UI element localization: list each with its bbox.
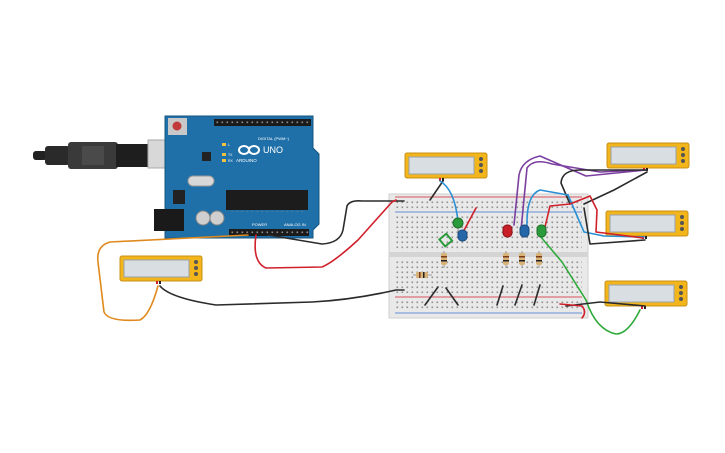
jumper-4[interactable] — [514, 284, 523, 306]
capacitor-2 — [209, 210, 225, 226]
crystal — [187, 175, 215, 187]
tx-led-icon — [222, 153, 226, 156]
l-led-icon — [222, 143, 226, 146]
wire-purple-2[interactable] — [520, 160, 645, 231]
led-blue-2[interactable] — [519, 224, 530, 238]
led-green-2[interactable] — [536, 224, 547, 238]
wire-black-display-top[interactable] — [429, 180, 444, 201]
wire-black-right-1b[interactable] — [583, 171, 648, 205]
wire-red-bottom-rail[interactable] — [559, 303, 586, 319]
display-right-1[interactable] — [606, 142, 690, 171]
wire-black-right-3[interactable] — [565, 301, 646, 307]
power-jack[interactable] — [154, 209, 184, 231]
jumper-5[interactable] — [533, 284, 541, 306]
led-red[interactable] — [502, 224, 513, 238]
display-right-2[interactable] — [605, 210, 689, 239]
atmega-chip — [226, 190, 308, 210]
wire-purple-1[interactable] — [513, 155, 647, 226]
resistor-3[interactable] — [519, 251, 525, 268]
led-green-tilted[interactable] — [437, 232, 454, 248]
resistor-4[interactable] — [536, 251, 542, 268]
usb-cable[interactable] — [33, 139, 185, 169]
arduino-logo-icon — [238, 145, 260, 155]
tx-label: TX — [228, 153, 233, 157]
brand-label: ARDUINO — [236, 158, 257, 163]
wire-green-right-3[interactable] — [539, 235, 641, 335]
display-top-center[interactable] — [404, 152, 488, 181]
regulator — [173, 190, 185, 204]
analog-label: ANALOG IN — [284, 222, 306, 227]
wire-blue-right[interactable] — [526, 189, 645, 238]
jumper-2[interactable] — [445, 287, 459, 306]
resistor-5[interactable] — [413, 272, 432, 278]
usb-chip — [202, 152, 211, 161]
rx-label: RX — [228, 159, 234, 163]
wire-black-right-1[interactable] — [560, 169, 648, 205]
wire-black-right-2[interactable] — [583, 207, 646, 245]
digital-label: DIGITAL (PWM~) — [258, 136, 290, 141]
l-label: L — [228, 143, 230, 147]
jumper-1[interactable] — [424, 286, 439, 306]
board-name: UNO — [263, 145, 283, 155]
breadboard[interactable] — [388, 193, 589, 319]
capacitor-1 — [195, 210, 211, 226]
resistors[interactable] — [413, 251, 542, 278]
wire-red-right[interactable] — [544, 195, 644, 239]
wire-red-5v[interactable] — [254, 199, 397, 269]
display-left[interactable] — [119, 255, 203, 284]
jumper-3[interactable] — [496, 285, 504, 306]
wire-black-display-left[interactable] — [159, 285, 405, 306]
resistor-2[interactable] — [503, 251, 509, 268]
power-label: POWER — [252, 222, 267, 227]
display-right-3[interactable] — [604, 280, 688, 309]
arduino-uno-board[interactable]: DIGITAL (PWM~) UNO ARDUINO L TX RX POWER — [154, 115, 320, 239]
resistor-1[interactable] — [441, 251, 447, 268]
wire-black-gnd[interactable] — [267, 200, 405, 245]
led-green-1[interactable] — [452, 217, 464, 236]
wire-orange[interactable] — [96, 234, 249, 322]
led-blue-1[interactable] — [457, 229, 468, 242]
rx-led-icon — [222, 159, 226, 162]
wire-blue-display-top[interactable] — [439, 180, 459, 223]
